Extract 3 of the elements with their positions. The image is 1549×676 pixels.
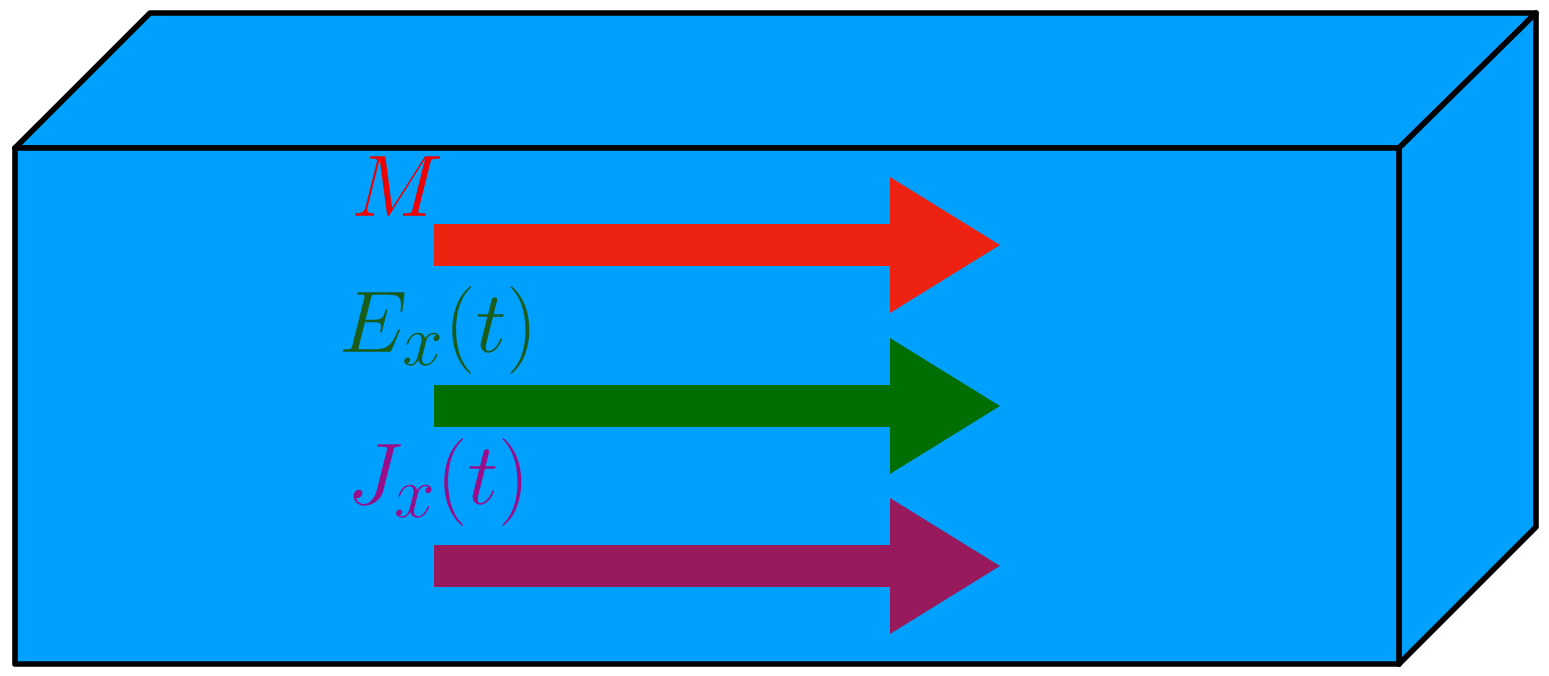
vector-label: $E_x(t)$: [342, 286, 530, 374]
vector-label: $J_x(t)$: [353, 438, 522, 526]
vector-label: $M$: [355, 156, 441, 216]
